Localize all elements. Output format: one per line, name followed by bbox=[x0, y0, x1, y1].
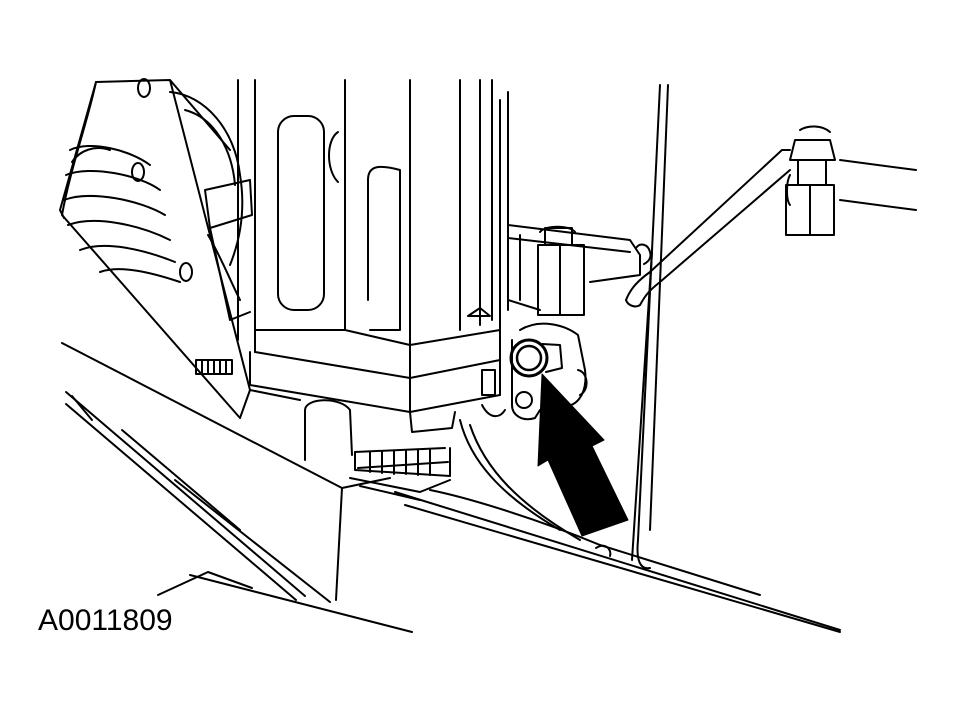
lower-body-panels bbox=[62, 343, 840, 632]
threaded-stud bbox=[196, 360, 232, 374]
target-bolt-head bbox=[511, 340, 547, 376]
housing-window-left bbox=[278, 116, 324, 310]
housing-window-right bbox=[368, 167, 400, 330]
callout-leader-line bbox=[158, 572, 252, 595]
actuator-housing bbox=[238, 80, 508, 500]
bracket-hole-lower bbox=[180, 263, 192, 281]
hex-nut-upper bbox=[538, 227, 584, 315]
figure-id-label: A0011809 bbox=[38, 604, 173, 637]
target-fastener bbox=[511, 324, 587, 419]
fastener-hole bbox=[516, 392, 532, 408]
right-panel bbox=[596, 85, 668, 568]
connector-rod bbox=[626, 126, 916, 306]
mounting-bracket bbox=[60, 79, 252, 418]
upper-bracket bbox=[508, 225, 640, 315]
indicator-arrow bbox=[538, 374, 628, 536]
bracket-hole-top bbox=[138, 79, 150, 97]
bracket-hole-middle bbox=[132, 163, 144, 181]
